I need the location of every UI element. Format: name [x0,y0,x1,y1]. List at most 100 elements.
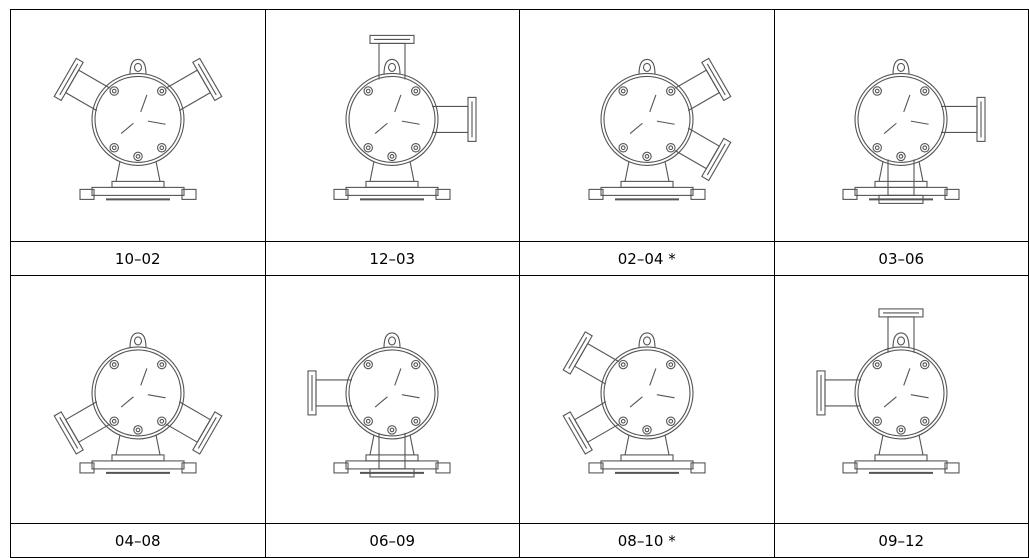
pipe-outlet [369,34,415,79]
casing-bolt [872,142,883,152]
casing-bolt [411,85,421,96]
vane-line [120,395,134,407]
base-foot [435,461,451,473]
casing-bolt [872,85,883,96]
pump-drawing-09-12 [816,307,960,474]
vane-line [648,94,657,112]
pipe-flange [878,307,924,317]
lifting-eye [129,58,147,74]
casing-bolt [665,85,676,96]
pipe-outlet [562,400,619,455]
base-foot [690,188,706,200]
base-foot [333,188,349,200]
pump-base [854,186,948,196]
lifting-eye [383,331,401,348]
casing-bolt [872,359,883,369]
pump-casing [91,345,185,439]
pump-bracket [878,434,924,455]
casing-bolt [618,85,628,96]
pipe-flange [816,369,826,415]
pump-base [91,459,185,469]
pipe-flange [191,57,223,101]
cell-label: 09–12 [773,523,1029,558]
base-foot [690,461,706,473]
pump-casing [600,345,694,439]
pipe-flange [700,137,732,181]
casing-bolt [363,85,374,96]
pump-figure [333,34,477,200]
casing-bolt [363,359,374,369]
base-foot [435,188,451,200]
pump-bracket [878,160,924,182]
pump-base [854,459,948,469]
pump-base [600,186,694,196]
vane-line [648,367,657,386]
casing-bolt [109,416,119,426]
base-foot [588,188,604,200]
pipe-outlet [878,307,924,353]
pump-figure [842,58,986,204]
casing-bolt [920,142,930,152]
vane-line [903,367,911,386]
vane-line [394,94,402,112]
pump-drawing-12-03 [333,34,477,200]
vane-line [147,120,166,125]
cell-label: 04–08 [10,523,266,558]
pipe-flange [191,410,223,455]
cell-label: 02–04 * [519,241,775,276]
lifting-eye [892,331,910,348]
casing-bolt [109,359,119,369]
drawing-cell [264,275,520,524]
casing-bolt [387,151,398,161]
pump-figure [562,330,706,474]
pipe-flange [53,410,84,455]
pump-base [600,459,694,469]
drawing-cell [773,275,1029,524]
casing-bolt [156,416,167,426]
pipe-flange [307,369,317,415]
cell-label: 06–09 [264,523,520,558]
cell-label: 12–03 [264,241,520,276]
pump-drawing-04-08 [53,331,223,474]
casing-bolt [363,416,374,426]
vane-line [139,94,148,112]
pump-figure [53,57,223,200]
drawing-cell [773,9,1029,242]
pipe-flange [369,34,415,44]
lifting-eye [383,58,401,74]
vane-line [147,393,166,398]
pump-casing [600,72,694,166]
casing-bolt [618,416,628,426]
label-row-2: 04–08 06–09 08–10 * 09–12 [10,523,1029,558]
casing-bolt [387,424,398,435]
base-foot [588,461,604,473]
pump-base [91,186,185,196]
lifting-eye [638,58,656,74]
pump-bracket [369,434,415,455]
casing-bolt [665,359,676,369]
pump-drawing-06-09 [307,331,451,477]
drawing-cell [519,275,775,524]
vane-line [139,367,148,386]
pump-drawing-03-06 [842,58,986,204]
pipe-flange [467,96,477,142]
casing-bolt [896,424,907,435]
casing-bolt [665,142,676,152]
casing-bolt [411,416,421,426]
pump-base [345,186,439,196]
pipe-outlet [674,57,732,111]
casing-bolt [920,359,930,369]
vane-line [629,395,643,407]
casing-bolt [411,142,421,152]
vane-line [656,120,675,125]
base-foot [842,188,858,200]
casing-bolt [872,416,883,426]
casing-bolt [642,424,652,435]
pump-casing [854,345,948,439]
casing-bolt [920,85,930,96]
pipe-outlet [674,127,732,181]
pipe-outlet [53,57,110,111]
casing-bolt [618,142,628,152]
pump-casing [345,345,439,439]
pump-figure [53,331,223,474]
